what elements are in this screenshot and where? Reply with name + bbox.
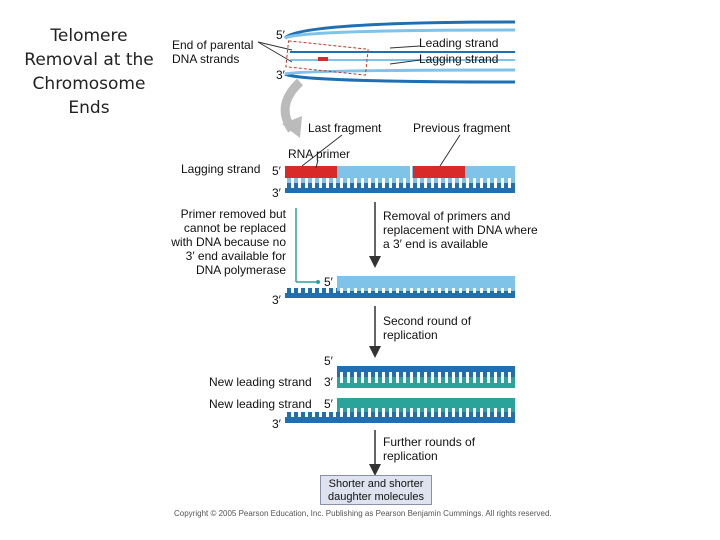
s2-5-prime: 5′	[324, 275, 333, 289]
strand-set-3a	[337, 366, 515, 388]
primer-removed-text: Primer removed but cannot be replaced wi…	[171, 207, 286, 277]
lagging-strand-label: Lagging strand	[419, 52, 499, 66]
last-fragment-label: Last fragment	[308, 121, 382, 135]
s1-5-prime: 5′	[272, 164, 281, 178]
overview-primer	[318, 57, 328, 61]
strand-set-1	[285, 134, 515, 193]
removal-of-primers-text: Removal of primers and replacement with …	[383, 209, 538, 251]
new-leading-strand-label-2: New leading strand	[209, 397, 312, 411]
copyright-text: Copyright © 2005 Pearson Education, Inc.…	[174, 509, 552, 518]
top-5-prime: 5′	[276, 28, 285, 42]
parental-strands-overview	[257, 20, 516, 84]
shorter-molecules-box: Shorter and shorter daughter molecules	[320, 475, 432, 505]
previous-fragment-label: Previous fragment	[413, 121, 511, 135]
s1-3-prime: 3′	[272, 186, 281, 200]
leading-strand-label: Leading strand	[419, 36, 499, 50]
strand-set-2	[285, 276, 515, 298]
s3-3-prime: 3′	[324, 375, 333, 389]
end-parental-label: End of parental DNA strands	[172, 38, 254, 66]
new-leading-strand-label-1: New leading strand	[209, 375, 312, 389]
slide-title: Telomere Removal at the Chromosome Ends	[24, 26, 154, 118]
primer-removed-pointer	[295, 208, 320, 284]
s3-5-prime: 5′	[324, 354, 333, 368]
rna-primer-1	[285, 166, 337, 178]
zoom-box	[285, 40, 369, 76]
second-round-text: Second round of replication	[383, 314, 472, 342]
lagging-strand-row-label: Lagging strand	[181, 162, 261, 176]
rna-primer-2	[413, 166, 465, 178]
s2-3-prime: 3′	[272, 293, 281, 307]
strand-set-3b	[285, 398, 515, 423]
s3b-5-prime: 5′	[324, 397, 333, 411]
further-rounds-text: Further rounds of replication	[383, 435, 476, 463]
s3b-3-prime: 3′	[272, 417, 281, 431]
top-3-prime: 3′	[276, 68, 285, 82]
rna-primer-label: RNA primer	[288, 147, 351, 161]
